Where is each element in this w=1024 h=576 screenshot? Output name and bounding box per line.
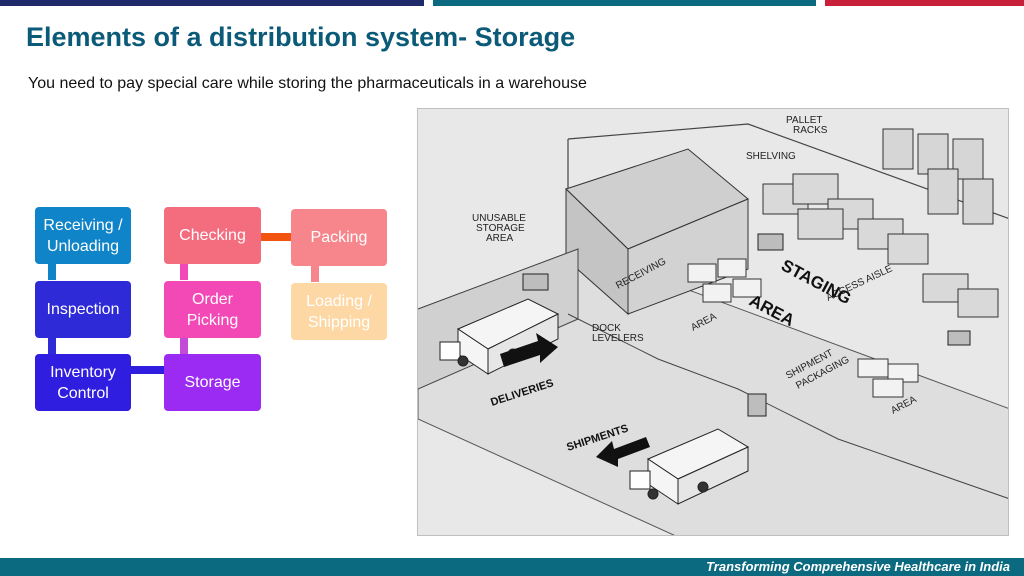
- footer-text: Transforming Comprehensive Healthcare in…: [706, 559, 1010, 574]
- connector-inspection-inventory: [48, 338, 56, 354]
- page-subtitle: You need to pay special care while stori…: [28, 75, 587, 92]
- top-bar-navy: [0, 0, 424, 6]
- top-bar-teal: [433, 0, 816, 6]
- shelving: [762, 173, 999, 318]
- receiving-unloading-box: Receiving / Unloading: [35, 207, 131, 264]
- loading-shipping-box: Loading / Shipping: [291, 283, 387, 340]
- connector-checking-packing: [261, 233, 291, 241]
- storage-cage: [565, 148, 749, 316]
- warehouse-illustration: PALLET RACKS SHELVING UNUSABLE STORAGE A…: [417, 108, 1009, 536]
- label-dock-2: LEVELERS: [592, 333, 644, 344]
- forklift: [522, 233, 971, 417]
- packing-box: Packing: [291, 209, 387, 266]
- page-title: Elements of a distribution system- Stora…: [26, 22, 576, 52]
- deliveries-arrow: [500, 333, 558, 367]
- top-bar-red: [825, 0, 1024, 6]
- inspection-box: Inspection: [35, 281, 131, 338]
- staging-boxes: [687, 258, 919, 398]
- label-unusable-3: AREA: [486, 233, 514, 244]
- checking-box: Checking: [164, 207, 261, 264]
- connector-packing-loading: [311, 266, 319, 282]
- footer-bar: Transforming Comprehensive Healthcare in…: [0, 558, 1024, 576]
- shipments-arrow: [596, 437, 650, 467]
- warehouse-sketch: PALLET RACKS SHELVING UNUSABLE STORAGE A…: [418, 109, 1008, 535]
- connector-storage-orderpicking: [180, 338, 188, 354]
- label-shelving: SHELVING: [746, 151, 796, 162]
- label-unusable-1: UNUSABLE: [472, 213, 526, 224]
- connector-receiving-inspection: [48, 264, 56, 280]
- connector-inventory-storage: [130, 366, 164, 374]
- label-unusable-2: STORAGE: [476, 223, 525, 234]
- storage-box: Storage: [164, 354, 261, 411]
- shipment-truck: [629, 428, 750, 505]
- label-pallet-racks-2: RACKS: [793, 125, 828, 136]
- order-picking-box: Order Picking: [164, 281, 261, 338]
- connector-orderpicking-checking: [180, 264, 188, 280]
- label-pallet-racks-1: PALLET: [786, 115, 823, 126]
- pallet-racks: [882, 128, 994, 225]
- inventory-control-box: Inventory Control: [35, 354, 131, 411]
- label-dock-1: DOCK: [592, 323, 621, 334]
